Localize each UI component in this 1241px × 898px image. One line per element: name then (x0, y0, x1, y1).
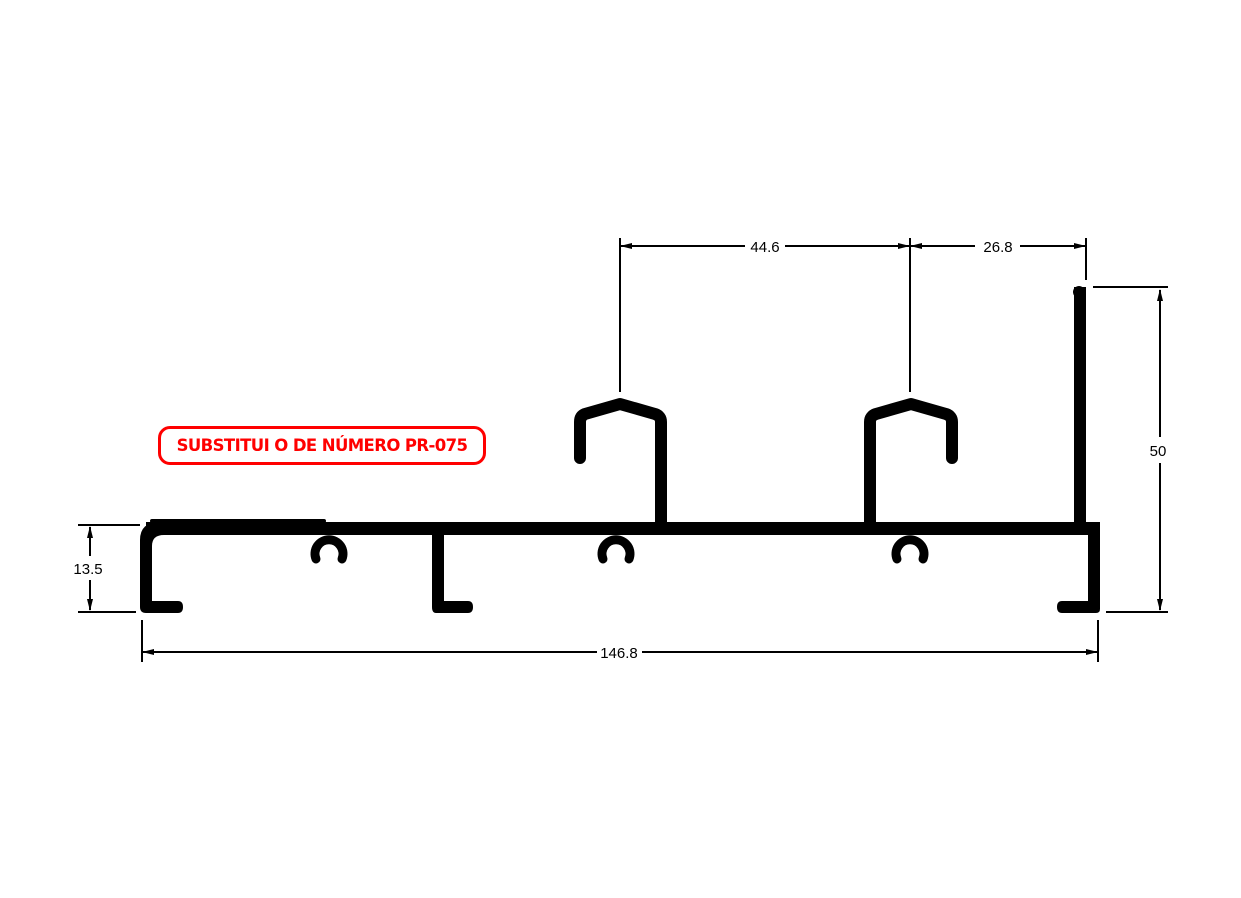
clips (574, 398, 958, 530)
middle-leg (432, 530, 473, 613)
ribbing (150, 519, 326, 523)
left-leg (140, 522, 183, 613)
tall-fin (1074, 287, 1086, 527)
aluminum-profile (140, 286, 1100, 613)
replacement-notice-text: SUBSTITUI O DE NÚMERO PR-075 (176, 436, 468, 455)
dim-total-width: 146.8 (600, 645, 638, 662)
dim-top-left-span: 44.6 (750, 239, 779, 256)
dimension-arrows (87, 243, 1163, 655)
right-wall (1057, 522, 1100, 613)
dimension-lines (78, 238, 1168, 662)
base-plate (146, 522, 1100, 535)
dim-base-height: 13.5 (73, 561, 102, 578)
dim-top-right-span: 26.8 (983, 239, 1012, 256)
dim-total-height: 50 (1150, 443, 1167, 460)
replacement-notice-badge: SUBSTITUI O DE NÚMERO PR-075 (158, 426, 486, 465)
screw-bosses (310, 535, 929, 564)
